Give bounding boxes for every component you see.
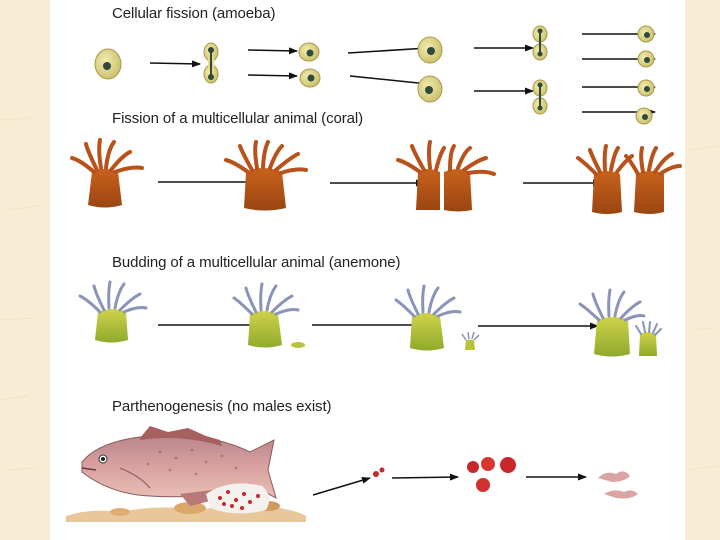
anemone-3-with-bud bbox=[394, 284, 480, 351]
title-anemone-budding: Budding of a multicellular animal (anemo… bbox=[112, 254, 401, 271]
amoeba-cell-dividing bbox=[203, 42, 219, 84]
amoeba-grown-cells bbox=[417, 36, 443, 103]
embryo-cells bbox=[467, 457, 516, 492]
coral-polyp-2 bbox=[224, 140, 308, 211]
amoeba-arrow-3a bbox=[347, 45, 429, 54]
coral-polyp-1 bbox=[70, 138, 144, 208]
amoeba-second-division bbox=[532, 25, 548, 115]
amoeba-arrow-2b bbox=[247, 72, 298, 80]
amoeba-arrow-3b bbox=[349, 75, 429, 87]
amoeba-four-cells bbox=[635, 25, 655, 125]
anemone-row bbox=[78, 280, 662, 357]
amoeba-daughter-cells bbox=[298, 42, 321, 88]
egg-clutch bbox=[206, 483, 270, 514]
coral-two-polyps bbox=[576, 144, 682, 214]
coral-row bbox=[70, 138, 682, 214]
anemone-1 bbox=[78, 280, 148, 343]
fish-mother bbox=[81, 426, 277, 506]
title-amoeba-fission: Cellular fission (amoeba) bbox=[112, 5, 276, 22]
parthenogenesis-arrow-1 bbox=[312, 476, 371, 496]
title-coral-fission: Fission of a multicellular animal (coral… bbox=[112, 110, 363, 127]
anemone-4-with-offspring bbox=[578, 288, 662, 357]
amoeba-row bbox=[94, 25, 656, 125]
parthenogenesis-arrow-2 bbox=[391, 473, 459, 481]
egg-dividing bbox=[373, 467, 385, 477]
amoeba-arrow-1 bbox=[149, 60, 201, 68]
amoeba-arrow-2a bbox=[247, 47, 298, 55]
anemone-2-with-bud bbox=[232, 282, 305, 348]
title-parthenogenesis: Parthenogenesis (no males exist) bbox=[112, 398, 332, 415]
ground-strip bbox=[66, 501, 306, 522]
hatchlings bbox=[598, 471, 638, 499]
parthenogenesis-row bbox=[66, 426, 638, 522]
coral-polyp-splitting bbox=[396, 140, 496, 212]
amoeba-cell-single bbox=[94, 48, 122, 80]
